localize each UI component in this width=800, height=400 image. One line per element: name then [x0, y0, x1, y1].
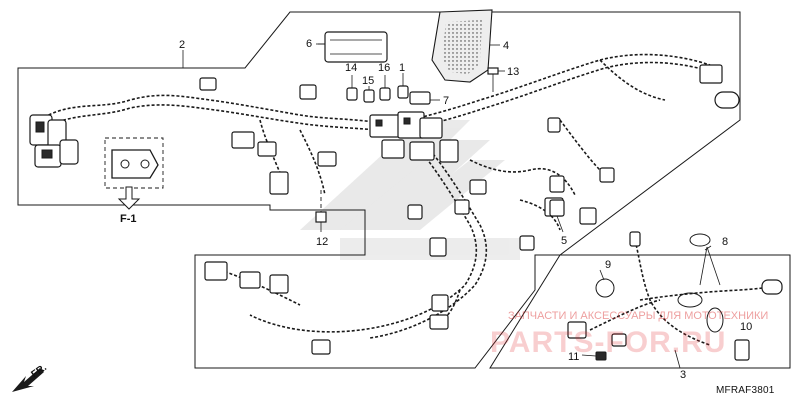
callout-15: 15 — [362, 75, 374, 87]
callout-11: 11 — [568, 351, 579, 363]
part-12-clip — [315, 190, 327, 232]
diagram-code: MFRAF3801 — [716, 385, 775, 396]
callout-8: 8 — [722, 236, 728, 248]
part-4-cover — [431, 9, 500, 83]
front-direction-indicator: FR. — [12, 362, 49, 392]
callout-1: 1 — [399, 62, 405, 74]
honda-wing-logo-watermark — [300, 120, 520, 260]
reference-f1: F-1 — [120, 213, 137, 225]
callout-10: 10 — [740, 321, 752, 333]
callout-16: 16 — [378, 62, 390, 74]
sub-harness-3 — [567, 231, 783, 369]
callout-5: 5 — [561, 235, 567, 247]
callout-9: 9 — [605, 259, 611, 271]
part-13-bolt — [487, 67, 505, 92]
harness-connectors — [199, 64, 740, 355]
callout-13: 13 — [507, 66, 519, 78]
left-connector-bundle — [29, 114, 79, 168]
central-connector-cluster — [369, 111, 459, 163]
part-6-relay-box — [318, 31, 388, 63]
f1-bracket-detail — [104, 137, 164, 210]
watermark-site: PARTS-FOR.RU — [490, 326, 726, 359]
group-frame-main — [17, 11, 741, 369]
callout-14: 14 — [345, 62, 357, 74]
callout-7: 7 — [443, 95, 449, 107]
callout-12: 12 — [316, 236, 328, 248]
callout-2: 2 — [179, 39, 185, 51]
group-frame-subharness — [489, 254, 791, 369]
part-5-connector — [549, 199, 565, 233]
callout-4: 4 — [503, 40, 509, 52]
callout-6: 6 — [306, 38, 312, 50]
fr-arrow-icon — [12, 368, 44, 392]
watermark-text: ЗАПЧАСТИ И АКСЕССУАРЫ ДЛЯ МОТОТЕХНИКИ — [508, 310, 768, 322]
small-parts-relays — [346, 73, 440, 105]
callout-3: 3 — [680, 369, 686, 381]
callout-leaders — [182, 43, 712, 357]
